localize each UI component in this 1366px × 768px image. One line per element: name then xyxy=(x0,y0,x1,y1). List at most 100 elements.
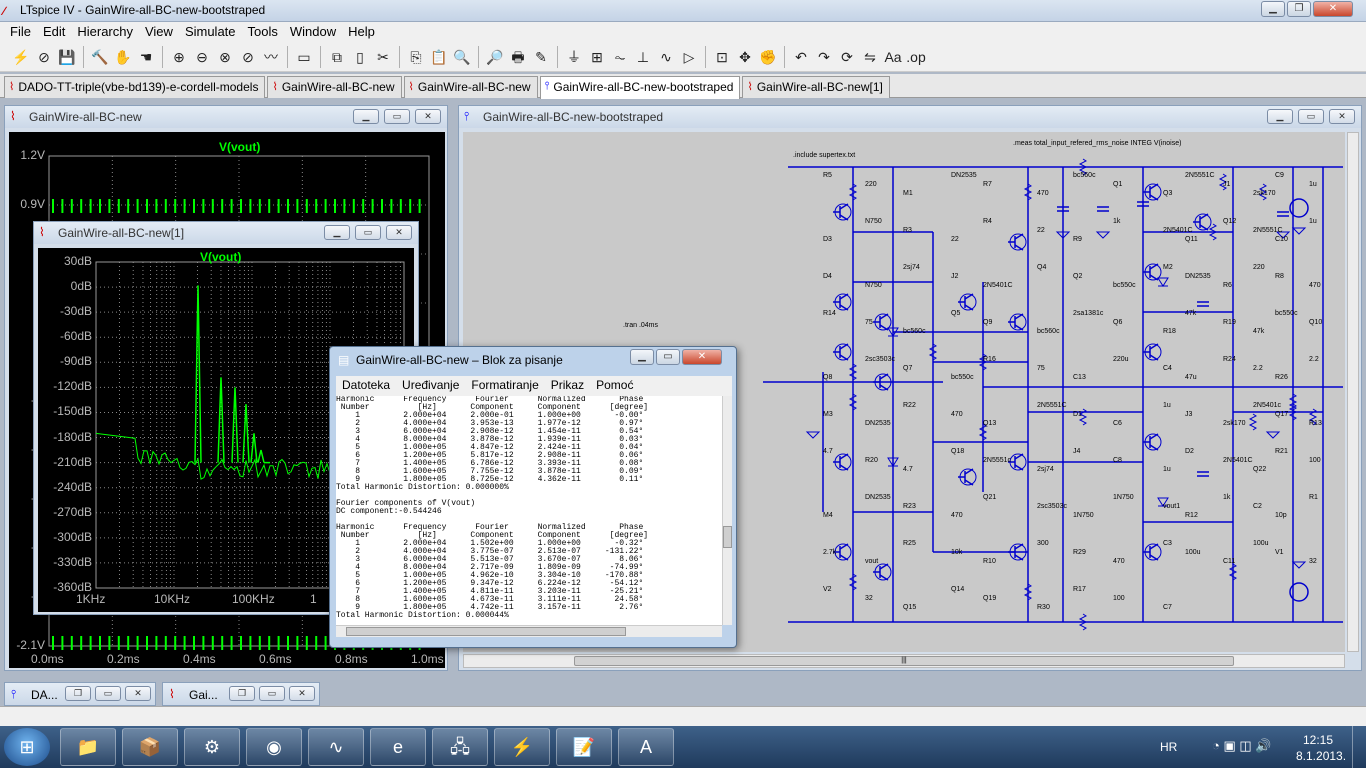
close-button[interactable]: ✕ xyxy=(289,686,315,701)
tab-0[interactable]: ⌇DADO-TT-triple(vbe-bd139)-e-cordell-mod… xyxy=(4,76,265,98)
component-label[interactable]: bc550c xyxy=(1275,310,1298,317)
explorer-icon[interactable]: 📁 xyxy=(60,728,116,766)
schematic-hscrollbar[interactable]: ||| xyxy=(463,654,1345,668)
zoom-fit-icon[interactable]: ⊗ xyxy=(214,46,236,68)
component-label[interactable]: 1u xyxy=(1163,466,1171,473)
minimize-button[interactable]: ▁ xyxy=(353,109,379,124)
component-label[interactable]: 100 xyxy=(1309,457,1321,464)
component-label[interactable]: 300 xyxy=(1037,540,1049,547)
component-label[interactable]: Q10 xyxy=(1309,319,1322,326)
component-label[interactable]: C10 xyxy=(1275,236,1288,243)
component-label[interactable]: 220 xyxy=(1253,264,1265,271)
component-label[interactable]: 32 xyxy=(1309,558,1317,565)
component-label[interactable]: 470 xyxy=(1309,282,1321,289)
component-label[interactable]: 2N5401c xyxy=(1253,402,1281,409)
zoom-out-icon[interactable]: ⊖ xyxy=(191,46,213,68)
tile-h-icon[interactable]: ▭ xyxy=(293,46,315,68)
tab-1[interactable]: ⌇GainWire-all-BC-new xyxy=(267,76,401,98)
component-label[interactable]: 1k xyxy=(1113,218,1120,225)
component-label[interactable]: Q7 xyxy=(903,365,912,372)
component-label[interactable]: J3 xyxy=(1185,411,1192,418)
cut-icon[interactable]: ✂ xyxy=(372,46,394,68)
component-label[interactable]: 47k xyxy=(1185,310,1196,317)
copy-icon[interactable]: ⎘ xyxy=(405,46,427,68)
menu-hierarchy[interactable]: Hierarchy xyxy=(71,22,139,42)
zoom-in-icon[interactable]: ⊕ xyxy=(168,46,190,68)
component-label[interactable]: 1u xyxy=(1309,218,1317,225)
component-label[interactable]: M1 xyxy=(903,190,913,197)
component-label[interactable]: 2N5551C xyxy=(1253,227,1283,234)
component-label[interactable]: 10k xyxy=(951,549,962,556)
component-label[interactable]: R5 xyxy=(823,172,832,179)
component-label[interactable]: Q8 xyxy=(823,374,832,381)
component-label[interactable]: R3 xyxy=(903,227,912,234)
drag-icon[interactable]: ✊ xyxy=(757,46,779,68)
mirror-icon[interactable]: ⇋ xyxy=(859,46,881,68)
component-label[interactable]: M3 xyxy=(823,411,833,418)
component-label[interactable]: J1 xyxy=(1223,181,1230,188)
antivirus-icon[interactable]: ◉ xyxy=(246,728,302,766)
restore-button[interactable]: ❐ xyxy=(65,686,91,701)
component-label[interactable]: 1u xyxy=(1163,402,1171,409)
component-label[interactable]: Q15 xyxy=(903,604,916,611)
move-icon[interactable]: ✥ xyxy=(734,46,756,68)
close-button[interactable]: ✕ xyxy=(125,686,151,701)
tray-icons[interactable]: ◔ ▣ ◫ 🔊 xyxy=(1212,738,1271,754)
ie-icon[interactable]: e xyxy=(370,728,426,766)
notepad-menu-item[interactable]: Uređivanje xyxy=(396,376,465,396)
component-label[interactable]: M2 xyxy=(1163,264,1173,271)
undo-icon[interactable]: ↶ xyxy=(790,46,812,68)
notepad-menu-item[interactable]: Pomoć xyxy=(590,376,639,396)
component-label[interactable]: N750 xyxy=(865,282,882,289)
component-label[interactable]: 2sc3503c xyxy=(865,356,895,363)
menu-simulate[interactable]: Simulate xyxy=(179,22,242,42)
save-icon[interactable]: 💾 xyxy=(56,46,78,68)
network-icon[interactable]: 🖧 xyxy=(432,728,488,766)
package-icon[interactable]: 📦 xyxy=(122,728,178,766)
menu-help[interactable]: Help xyxy=(342,22,381,42)
component-label[interactable]: V1 xyxy=(1275,549,1284,556)
component-label[interactable]: bc560c xyxy=(903,328,926,335)
minimize-button[interactable]: ▁ xyxy=(630,349,654,365)
component-label[interactable]: 100 xyxy=(1113,595,1125,602)
maximize-button[interactable]: ▭ xyxy=(656,349,680,365)
component-label[interactable]: D1 xyxy=(1073,411,1082,418)
print-preview-icon[interactable]: 🔎 xyxy=(484,46,506,68)
component-label[interactable]: R4 xyxy=(983,218,992,225)
component-label[interactable]: Q22 xyxy=(1253,466,1266,473)
component-label[interactable]: DN2535 xyxy=(865,420,891,427)
capacitor-icon[interactable]: ⊥ xyxy=(632,46,654,68)
component-label[interactable]: Q3 xyxy=(1163,190,1172,197)
component-label[interactable]: 2N5551C xyxy=(1037,402,1067,409)
component-label[interactable]: R19 xyxy=(1223,319,1236,326)
menu-edit[interactable]: Edit xyxy=(37,22,71,42)
component-label[interactable]: 220u xyxy=(1113,356,1129,363)
component-label[interactable]: Q2 xyxy=(1073,273,1082,280)
run-icon[interactable]: ⚡ xyxy=(10,46,32,68)
clock-date[interactable]: 8.1.2013. xyxy=(1296,749,1346,763)
component-label[interactable]: 1N750 xyxy=(1073,512,1094,519)
component-label[interactable]: 2sj74 xyxy=(903,264,920,271)
maximize-button[interactable]: ▭ xyxy=(259,686,285,701)
minimized-window-1[interactable]: ⫯DA... ❐▭✕ xyxy=(4,682,156,706)
spice-directive-icon[interactable]: .op xyxy=(905,46,927,68)
component-label[interactable]: R22 xyxy=(903,402,916,409)
label-icon[interactable]: ⊞ xyxy=(586,46,608,68)
component-label[interactable]: 2sj74 xyxy=(1037,466,1054,473)
component-label[interactable]: R6 xyxy=(1223,282,1232,289)
tab-4[interactable]: ⌇GainWire-all-BC-new[1] xyxy=(742,76,889,98)
component-label[interactable]: Q1 xyxy=(1113,181,1122,188)
component-label[interactable]: 2sc3503c xyxy=(1037,503,1067,510)
text-icon[interactable]: Aa xyxy=(882,46,904,68)
spice-directive[interactable]: .include supertex.txt xyxy=(793,152,855,159)
spice-directive[interactable]: .meas total_input_refered_rms_noise INTE… xyxy=(1013,140,1181,147)
start-button[interactable]: ⊞ xyxy=(4,728,50,766)
pencil-icon[interactable]: ✎ xyxy=(530,46,552,68)
component-label[interactable]: 47k xyxy=(1253,328,1264,335)
ltspice-task-icon[interactable]: ⚡ xyxy=(494,728,550,766)
zoom-cancel-icon[interactable]: ⊘ xyxy=(237,46,259,68)
component-label[interactable]: R8 xyxy=(1275,273,1284,280)
close-button[interactable]: ✕ xyxy=(682,349,722,365)
close-button[interactable]: ✕ xyxy=(415,109,441,124)
component-label[interactable]: R21 xyxy=(1275,448,1288,455)
